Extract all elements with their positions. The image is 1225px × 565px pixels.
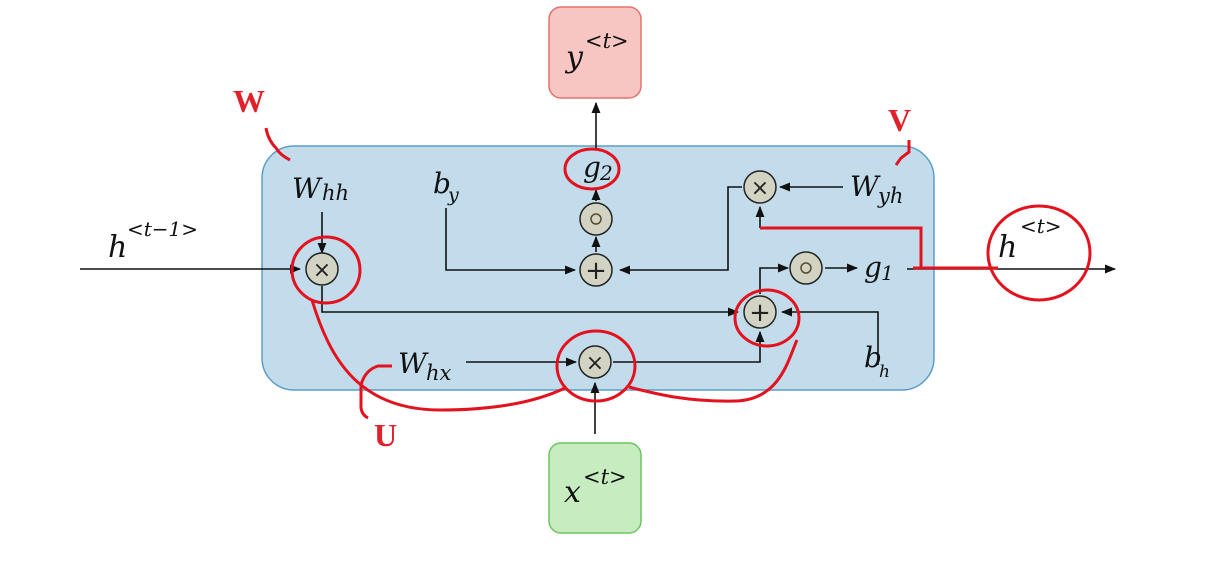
h-next-base: h: [998, 230, 1017, 265]
annotation-h-feed: [760, 226, 923, 270]
input-node: x <t>: [548, 442, 642, 534]
annotation-u: U: [374, 417, 397, 453]
highlight-multiply-hx: [555, 329, 637, 403]
label-h-next: h <t>: [998, 214, 1062, 265]
w-yh-sub: yh: [877, 184, 903, 208]
multiply-node-yh: ×: [743, 170, 777, 204]
multiply-icon: ×: [751, 176, 769, 201]
annotation-v-pointer: [894, 140, 911, 166]
multiply-icon: ×: [313, 258, 331, 283]
wire-bh: [780, 307, 879, 365]
b-y-base: b: [433, 167, 451, 200]
highlight-h-next: [986, 204, 1092, 302]
multiply-node-hx: ×: [578, 345, 612, 379]
output-sup: <t>: [585, 29, 629, 53]
w-hx-base: W: [398, 347, 429, 380]
g2-base: g: [583, 151, 601, 184]
input-base: x: [564, 475, 581, 510]
highlight-add-h: [733, 288, 801, 348]
label-w-hx: W hx: [398, 347, 452, 385]
h-prev-sup: <t−1>: [127, 217, 198, 241]
highlight-multiply-hh: [290, 235, 362, 305]
add-node-h: +: [743, 295, 777, 329]
b-y-sub: y: [447, 184, 459, 206]
w-hx-sub: hx: [426, 361, 452, 385]
annotation-w: W: [233, 83, 265, 119]
b-h-base: b: [864, 341, 882, 374]
annotation-w-pointer: [264, 127, 291, 162]
label-w-hh: W hh: [292, 172, 349, 205]
g1-sub: 1: [881, 261, 894, 285]
h-prev-base: h: [108, 230, 127, 265]
label-g1: g 1: [864, 251, 894, 285]
input-sup: <t>: [583, 465, 627, 489]
activation-node-h: [789, 251, 823, 285]
output-node: y <t>: [548, 6, 642, 99]
add-icon: +: [749, 298, 771, 328]
highlight-g2: [563, 147, 621, 191]
label-w-yh: W yh: [850, 170, 903, 208]
multiply-node-hh: ×: [305, 252, 339, 286]
add-node-y: +: [579, 253, 613, 287]
annotation-v: V: [888, 102, 911, 138]
wire-by: [445, 208, 577, 275]
label-b-y: b y: [433, 167, 459, 206]
label-b-h: b h: [864, 341, 890, 382]
add-icon: +: [585, 256, 607, 286]
h-next-sup: <t>: [1020, 214, 1062, 238]
wire-sum-to-act: [759, 263, 790, 294]
activation-node-y: [579, 202, 613, 236]
output-base: y: [564, 40, 584, 75]
activation-icon: [590, 213, 602, 225]
wire-hx-to-sum: [613, 330, 765, 363]
g1-base: g: [864, 251, 882, 284]
annotation-curve-right: [628, 339, 799, 403]
wire-hh-to-sum: [321, 286, 740, 317]
w-hh-base: W: [292, 172, 323, 205]
b-h-sub: h: [879, 362, 890, 382]
w-hh-sub: hh: [322, 181, 349, 205]
w-yh-base: W: [850, 170, 881, 203]
red-annotations: W V U: [233, 83, 1092, 453]
multiply-icon: ×: [586, 351, 604, 376]
g2-sub: 2: [599, 161, 613, 185]
label-h-prev: h <t−1>: [108, 217, 198, 265]
wire-wyh-to-sum: [618, 186, 742, 275]
annotation-curve-left: [310, 299, 566, 412]
label-g2: g 2: [583, 151, 613, 185]
activation-icon: [800, 262, 812, 274]
